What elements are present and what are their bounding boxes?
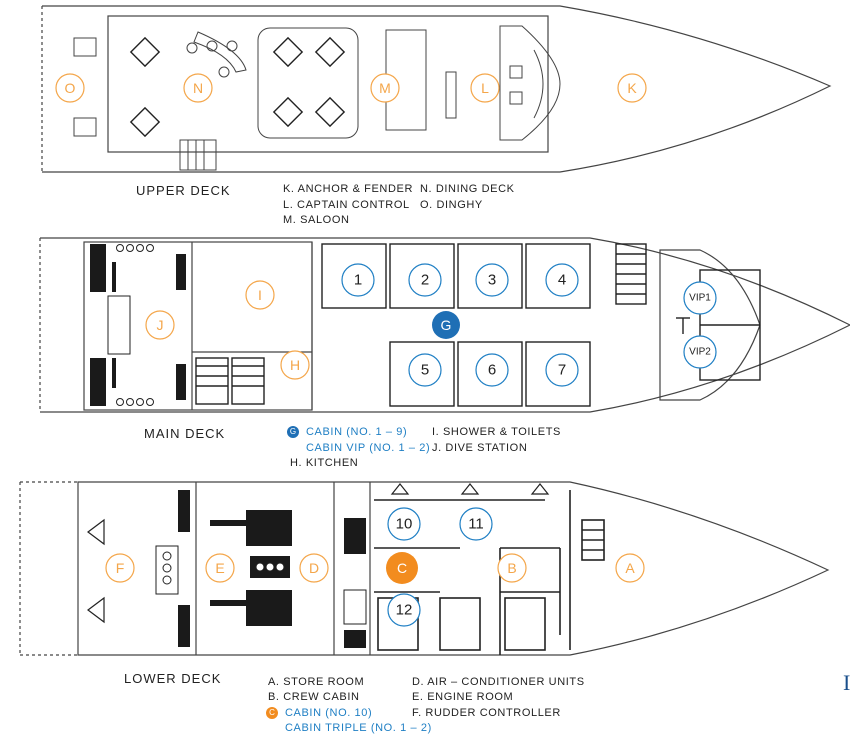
main-deck-dive-benches xyxy=(90,244,186,406)
cabin-5: 5 xyxy=(421,362,429,379)
legend-l: L. CAPTAIN CONTROL xyxy=(283,199,410,211)
cabin-vip2: VIP2 xyxy=(689,347,711,358)
cabin-vip1: VIP1 xyxy=(689,293,711,304)
legend-j: J. DIVE STATION xyxy=(432,442,528,454)
main-deck-cabin-walls xyxy=(195,243,761,407)
legend-o: O. DINGHY xyxy=(420,199,483,211)
legend-k: K. ANCHOR & FENDER xyxy=(283,183,413,195)
legend-a: A. STORE ROOM xyxy=(268,676,365,688)
lower-zone-c: C xyxy=(397,560,407,576)
upper-zone-o: O xyxy=(65,80,76,96)
main-zone-i: I xyxy=(258,287,262,303)
main-deck-title: MAIN DECK xyxy=(144,426,226,441)
legend-g-marker: G xyxy=(287,426,299,438)
cabin-3: 3 xyxy=(488,272,496,289)
upper-deck-hull xyxy=(41,5,832,173)
upper-zone-n: N xyxy=(193,80,203,96)
lower-deck-cabin-markers xyxy=(387,507,493,627)
cabin-6: 6 xyxy=(488,362,496,379)
lower-deck-hull xyxy=(19,481,830,656)
legend-c-cabin-triple: CABIN TRIPLE (NO. 1 – 2) xyxy=(285,722,432,734)
upper-zone-k: K xyxy=(627,80,637,96)
lower-deck-engine-details xyxy=(155,545,367,625)
legend-c-cabin: CABIN (NO. 10) xyxy=(285,707,373,719)
lower-deck-title: LOWER DECK xyxy=(124,671,222,686)
cabin-10: 10 xyxy=(396,516,413,533)
main-deck-zone-g-marker xyxy=(432,311,460,339)
cabin-11: 11 xyxy=(468,516,484,533)
edge-glyph: I xyxy=(843,670,850,695)
main-deck-zone-markers xyxy=(145,280,310,380)
main-deck-cabin-markers xyxy=(341,263,717,387)
lower-deck-zone-markers xyxy=(105,553,645,583)
main-zone-g: G xyxy=(441,317,452,333)
upper-deck-zone-markers xyxy=(55,73,647,103)
lower-deck-zone-c-marker xyxy=(386,552,418,584)
legend-c-marker: C xyxy=(266,707,278,719)
lower-deck-engines xyxy=(178,490,366,648)
upper-deck-title: UPPER DECK xyxy=(136,183,231,198)
lower-zone-d: D xyxy=(309,560,319,576)
upper-zone-l: L xyxy=(481,80,489,96)
legend-n: N. DINING DECK xyxy=(420,183,515,195)
upper-deck-furniture xyxy=(73,25,561,171)
main-deck-dive-tanks xyxy=(107,244,154,406)
upper-zone-m: M xyxy=(379,80,391,96)
cabin-12: 12 xyxy=(396,602,413,619)
legend-d: D. AIR – CONDITIONER UNITS xyxy=(412,676,585,688)
cabin-4: 4 xyxy=(558,272,566,289)
legend-m: M. SALOON xyxy=(283,214,350,226)
lower-zone-b: B xyxy=(507,560,516,576)
legend-g-cabin: CABIN (NO. 1 – 9) xyxy=(306,426,408,438)
lower-zone-e: E xyxy=(215,560,224,576)
legend-i: I. SHOWER & TOILETS xyxy=(432,426,561,438)
legend-e: E. ENGINE ROOM xyxy=(412,691,514,703)
legend-f: F. RUDDER CONTROLLER xyxy=(412,707,561,719)
legend-h: H. KITCHEN xyxy=(290,457,359,469)
lower-zone-a: A xyxy=(625,560,635,576)
cabin-1: 1 xyxy=(354,272,362,289)
lower-deck-triangles xyxy=(87,483,550,624)
upper-deck-tables xyxy=(129,36,346,138)
legend-b: B. CREW CABIN xyxy=(268,691,360,703)
main-zone-j: J xyxy=(157,317,164,333)
lower-zone-f: F xyxy=(116,560,125,576)
main-zone-h: H xyxy=(290,357,300,373)
legend-g-cabin-vip: CABIN VIP (NO. 1 – 2) xyxy=(306,442,431,454)
cabin-7: 7 xyxy=(558,362,566,379)
cabin-2: 2 xyxy=(421,272,429,289)
